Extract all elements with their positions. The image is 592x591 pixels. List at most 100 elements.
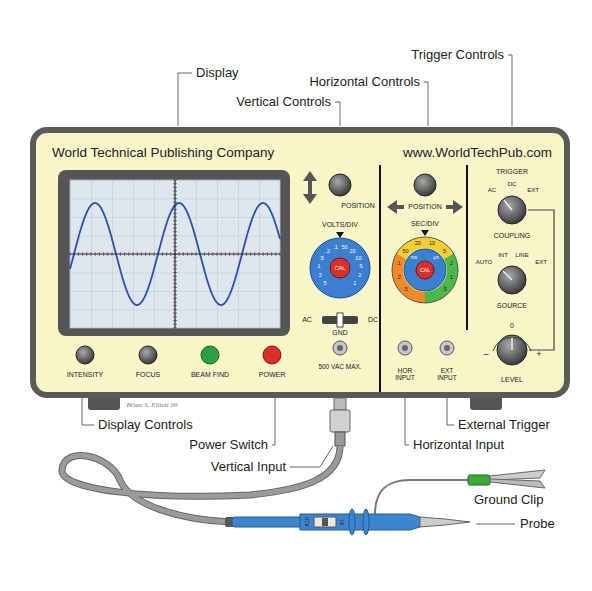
callout-label: Display (196, 66, 239, 80)
crt-screen (70, 180, 280, 328)
dial-number: 5 (324, 280, 327, 286)
section-divider (380, 165, 467, 392)
callout-label: Ground Clip (474, 493, 543, 507)
panel-label: DC (508, 181, 517, 188)
control-knob (76, 346, 94, 364)
panel-label: POSITION (341, 202, 374, 210)
crt-screen (70, 180, 280, 328)
power-button (263, 346, 281, 364)
dial-number: .1 (333, 244, 338, 250)
knob-pointer (511, 337, 513, 350)
beam-find-button (201, 346, 219, 364)
section-divider (379, 165, 381, 392)
dial-number: 5 (443, 248, 446, 254)
dial-number: 10 (355, 255, 361, 261)
dial-pointer (336, 232, 344, 238)
ground-clip (468, 470, 545, 488)
leader-line (405, 398, 409, 445)
position-arrow (303, 171, 463, 214)
dial-number: 50 (341, 244, 347, 250)
position-arrow (303, 171, 317, 181)
leader-line (476, 524, 515, 525)
ground-clip (468, 475, 490, 485)
panel-label: LINE (515, 252, 528, 259)
control-knob (498, 196, 526, 224)
coupling-switch (322, 313, 358, 327)
level-arc (493, 337, 531, 351)
crt-screen (58, 170, 290, 336)
switch-label: X1 (339, 519, 345, 526)
trigger-bracket (528, 210, 554, 350)
dial-label: CAL (420, 267, 431, 273)
ground-clip (490, 470, 545, 480)
bnc-plug (330, 398, 350, 446)
bnc-plug (330, 410, 350, 432)
signature: Brian S. Elliott 09 (127, 402, 178, 410)
panel-label: GND (332, 329, 348, 337)
dial-unit: ms (411, 255, 418, 261)
dial-number: 5 (359, 263, 362, 269)
switch-label: X10 (304, 517, 310, 527)
crt-screen (58, 170, 290, 336)
callout-label: Display Controls (98, 418, 193, 432)
bnc-plug (335, 432, 345, 446)
panel-label: INT (498, 252, 508, 259)
dial-number: 50 (402, 248, 408, 254)
control-knob (497, 335, 527, 365)
oscilloscope-housing (33, 130, 567, 395)
panel-label: EXT INPUT (434, 367, 460, 381)
dial-number: .2 (396, 274, 401, 280)
dial-number: .5 (319, 255, 324, 261)
dial-number: 2 (319, 272, 322, 278)
panel-label: AC (488, 187, 496, 194)
dial-number: .2 (325, 248, 330, 254)
panel-label: 500 VAC MAX. (318, 363, 361, 370)
panel-label: POWER (259, 371, 285, 379)
panel-label: AUTO (476, 259, 493, 266)
coupling-switch (337, 313, 343, 327)
control-knob (139, 346, 157, 364)
leader-line (424, 82, 428, 126)
leader-line (178, 73, 192, 126)
panel-label: TRIGGER (496, 168, 528, 176)
bnc-connector (333, 341, 347, 355)
probe (314, 517, 336, 527)
dial-number: 1 (353, 280, 356, 286)
bnc-connector (337, 345, 343, 351)
sec-div-dial (387, 232, 462, 307)
panel-label: INTENSITY (67, 371, 104, 379)
probe (232, 517, 304, 527)
dial-number: .5 (403, 286, 408, 292)
position-arrow (308, 180, 312, 194)
panel-label: – (483, 350, 488, 360)
dial-number: .5 (442, 286, 447, 292)
panel-label: EXT (535, 259, 547, 266)
callout-label: Trigger Controls (411, 48, 504, 62)
callout-label: Horizontal Input (413, 438, 504, 452)
knob-pointer (503, 271, 512, 280)
callout-label: External Trigger (458, 418, 550, 432)
callout-label: Vertical Controls (236, 95, 331, 109)
bnc-connector (440, 341, 454, 355)
panel-label: AC (302, 316, 312, 324)
callout-label: Horizontal Controls (309, 75, 420, 89)
panel-label: FOCUS (136, 371, 161, 379)
sec-div-dial (387, 232, 462, 307)
probe (363, 509, 369, 535)
waveform (70, 180, 280, 328)
bnc-plug (334, 398, 346, 410)
panel-label: COUPLING (494, 232, 531, 240)
leader-line (335, 102, 340, 126)
position-arrow (396, 205, 404, 209)
dial-number: 20 (415, 240, 421, 246)
probe-cable (62, 446, 340, 522)
leader-line (508, 55, 512, 126)
callout-label: Probe (520, 517, 555, 531)
volts-div-dial (310, 238, 370, 298)
dial-unit: μs (433, 255, 438, 261)
dial-number: 1 (318, 263, 321, 269)
dial-number: 1 (450, 274, 453, 280)
sec-div-dial (392, 237, 458, 303)
dial-number: 10 (429, 240, 435, 246)
panel-label: DC (368, 316, 378, 324)
